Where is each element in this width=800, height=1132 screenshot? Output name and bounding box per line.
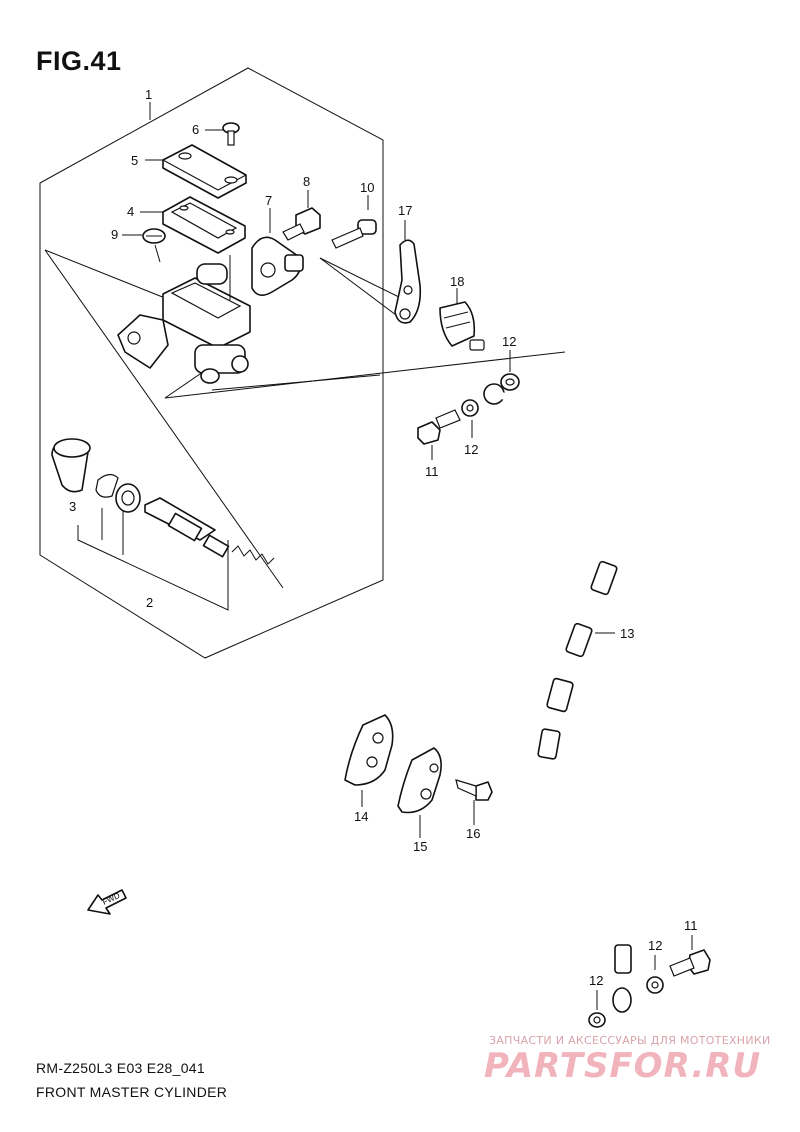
banjo-bolt-part-11 [417,409,711,977]
washer-part-12 [461,373,664,1028]
callout-5: 5 [131,153,138,168]
adjuster-bolt-part-10 [331,219,377,249]
brake-hose-part-13 [483,383,632,1013]
callout-6: 6 [192,122,199,137]
model-code: RM-Z250L3 E03 E28_041 [36,1060,205,1076]
callout-17: 17 [398,203,412,218]
diagram-name: FRONT MASTER CYLINDER [36,1084,228,1100]
reservoir-cap-part-5 [162,144,247,199]
callout-7: 7 [265,193,272,208]
master-cylinder-body [117,255,251,384]
callout-2: 2 [146,595,153,610]
figure-title: FIG.41 [36,46,122,76]
callout-3: 3 [69,499,76,514]
callout-16: 16 [466,826,480,841]
screw-part-6 [222,122,240,146]
callout-12-right: 12 [648,938,662,953]
bolt-part-16 [455,779,493,801]
callout-12-bottom: 12 [589,973,603,988]
callout-11-bottom: 11 [684,918,698,933]
plate-part-9 [142,228,166,244]
callout-8: 8 [303,174,310,189]
switch-part-18 [439,301,485,351]
assembly-outline [39,67,384,659]
watermark-tagline: ЗАПЧАСТИ И АКСЕССУАРЫ ДЛЯ МОТОТЕХНИКИ [489,1034,771,1047]
lever-part-17 [394,239,422,324]
lever-holder-part-7 [251,236,304,296]
callout-9: 9 [111,227,118,242]
forward-direction-arrow: FWD [87,889,127,915]
callout-1: 1 [145,87,152,102]
callout-18: 18 [450,274,464,289]
callout-4: 4 [127,204,134,219]
callout-15: 15 [413,839,427,854]
clamp-part-14 [344,714,394,786]
diaphragm-part-4 [162,196,246,254]
callout-12-top: 12 [502,334,516,349]
callout-10: 10 [360,180,374,195]
bolt-part-8 [282,207,321,241]
callout-13: 13 [620,626,634,641]
piston-kit-part-2 [51,438,275,565]
callout-numbers: 1 6 5 4 9 8 10 7 17 18 12 12 11 3 2 13 1… [69,87,698,988]
callout-12-mid: 12 [464,442,478,457]
callout-14: 14 [354,809,368,824]
clamp-part-15 [397,747,442,814]
watermark-logo: PARTSFOR.RU [484,1046,762,1086]
callout-11-top: 11 [425,464,439,479]
